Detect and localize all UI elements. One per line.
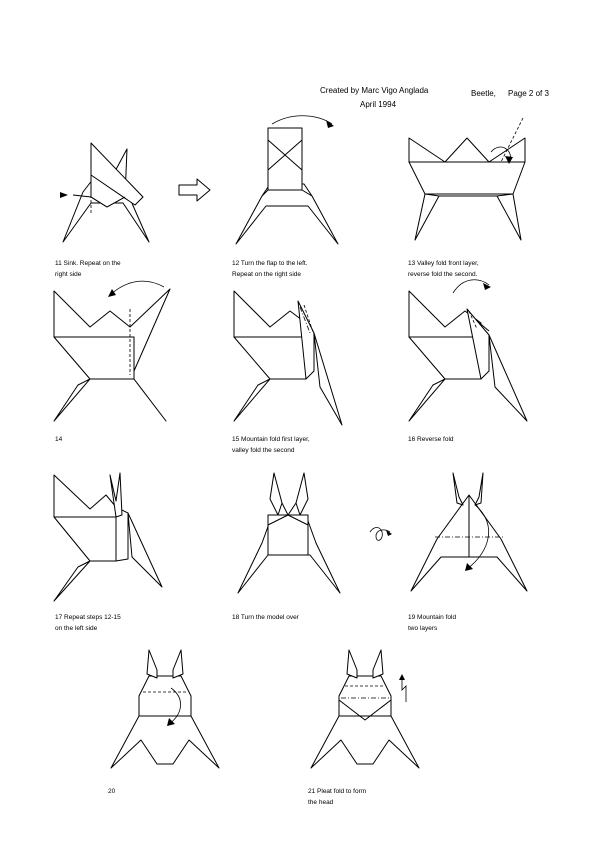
step-18-caption: 18 Turn the model over: [232, 614, 299, 621]
step-14-caption: 14: [55, 436, 63, 443]
arrow-icon: [505, 156, 513, 164]
diagram-step-18: [232, 465, 347, 605]
next-step-arrow-icon: [178, 178, 212, 202]
page-number: Page 2 of 3: [508, 89, 549, 98]
diagram-step-12: [232, 112, 342, 252]
creation-date: April 1994: [360, 100, 397, 109]
step-12-caption: 12 Turn the flap to the left.Repeat on t…: [232, 260, 308, 278]
arrow-icon: [167, 718, 175, 726]
diagram-step-15: [230, 275, 355, 425]
diagram-step-19: [405, 465, 535, 605]
arrow-icon: [326, 120, 334, 128]
arrow-icon: [483, 283, 491, 290]
arrow-icon: [465, 563, 473, 571]
diagram-step-20: [105, 640, 225, 780]
diagram-step-17: [50, 465, 175, 605]
diagram-step-13: [405, 112, 535, 252]
model-title: Beetle,: [471, 89, 496, 98]
arrow-icon: [108, 289, 116, 297]
diagram-step-21: [305, 640, 425, 780]
turn-over-icon: [368, 524, 392, 546]
author-credit: Created by Marc Vigo Anglada: [320, 86, 429, 95]
arrow-icon: [60, 192, 68, 198]
step-16-caption: 16 Reverse fold: [408, 436, 454, 443]
step-15-caption: 15 Mountain fold first layer,valley fold…: [232, 436, 310, 454]
diagram-step-16: [405, 275, 535, 425]
step-13-caption: 13 Valley fold front layer,reverse fold …: [408, 260, 479, 278]
pleat-arrow-icon: [399, 674, 412, 704]
diagram-step-11: [60, 135, 160, 250]
step-20-caption: 20: [108, 788, 116, 795]
diagram-step-14: [50, 275, 175, 425]
